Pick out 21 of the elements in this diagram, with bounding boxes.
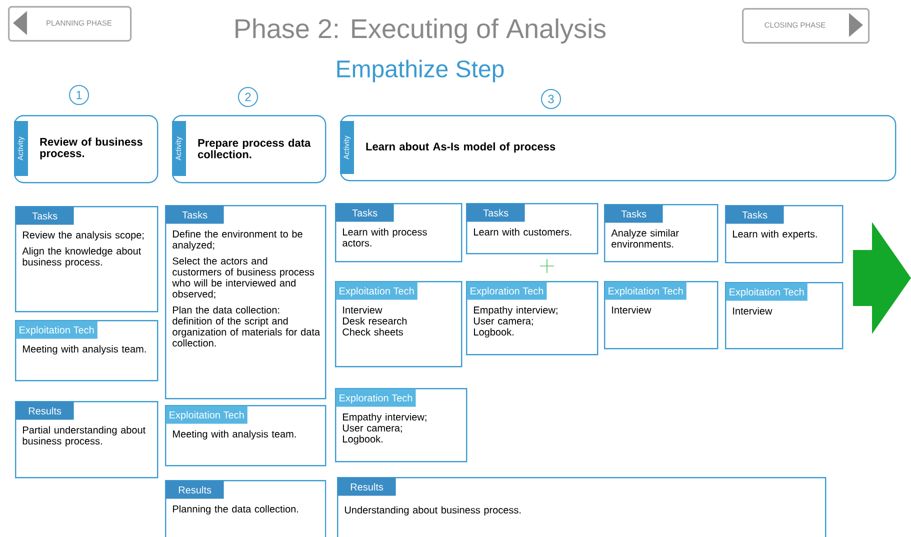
card-header: Exploration Tech [336,388,416,407]
card-header: Tasks [16,206,74,225]
step-number: 2 [238,87,258,107]
card-header: Exploitation Tech [16,320,98,339]
step-number: 3 [541,89,561,109]
card-header: Tasks [466,204,525,222]
card-header: Tasks [166,206,224,224]
card-header: Exploitation Tech [604,282,686,300]
card-header: Exploration Tech [466,282,547,300]
card-header: Exploitation Tech [726,282,808,301]
card-header: Results [338,478,396,496]
card-header: Exploitation Tech [336,282,418,300]
card-header: Results [166,480,224,499]
card-header: Tasks [336,204,394,222]
card-header: Exploitation Tech [166,406,248,424]
card-header: Tasks [604,204,663,223]
title: Phase 2: Executing of Analysis [236,18,606,44]
subtitle: Empathize Step [337,60,504,82]
step-number: 1 [69,85,89,105]
card-header: Results [16,402,74,420]
card-header: Tasks [726,206,784,224]
